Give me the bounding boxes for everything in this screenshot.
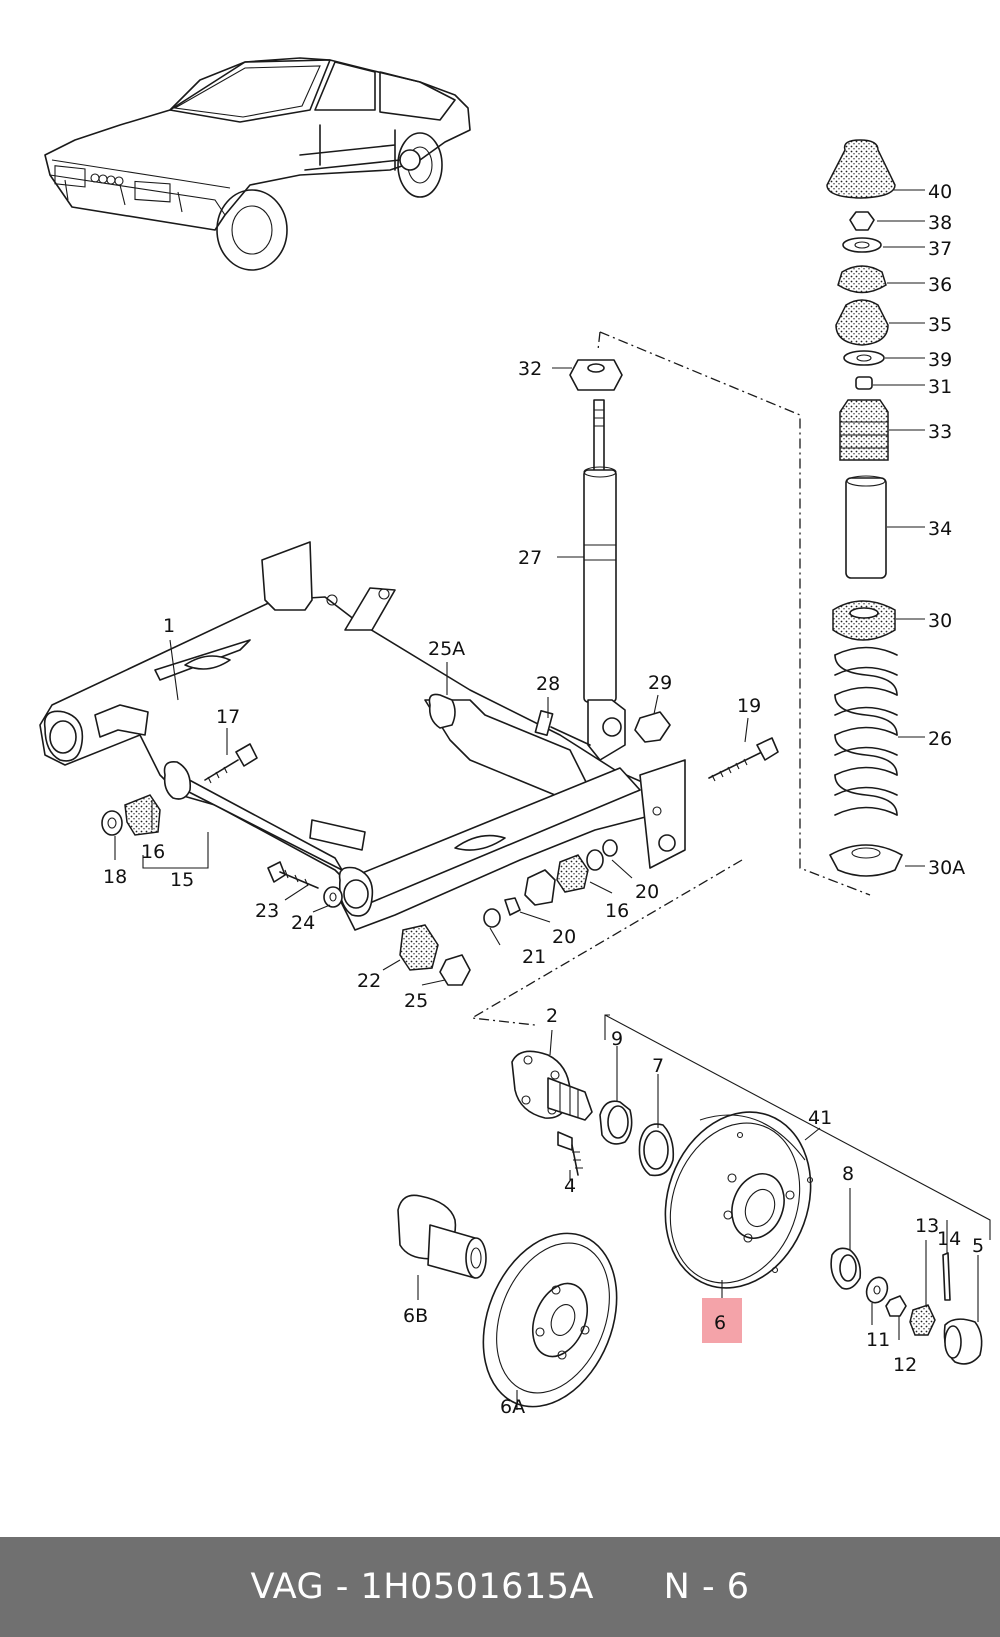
callout-30A[interactable]: 30A <box>928 857 965 879</box>
strut-assembly-frame <box>597 331 871 896</box>
rear-axle-exploded-diagram: 40 38 37 36 35 39 31 33 34 30 26 30A 32 … <box>39 57 991 1418</box>
strut-mount-stack <box>826 139 903 877</box>
callout-20-lower[interactable]: 20 <box>552 926 576 948</box>
callout-9[interactable]: 9 <box>611 1028 623 1050</box>
callout-22[interactable]: 22 <box>357 970 381 992</box>
callout-33[interactable]: 33 <box>928 421 952 443</box>
bracket-41 <box>604 1014 991 1240</box>
callout-5[interactable]: 5 <box>972 1235 984 1257</box>
callout-19[interactable]: 19 <box>737 695 761 717</box>
callout-24[interactable]: 24 <box>291 912 315 934</box>
callout-29[interactable]: 29 <box>648 672 672 694</box>
callout-39[interactable]: 39 <box>928 349 952 371</box>
callout-4[interactable]: 4 <box>564 1175 576 1197</box>
callout-8[interactable]: 8 <box>842 1163 854 1185</box>
callout-14[interactable]: 14 <box>937 1228 961 1250</box>
callout-35[interactable]: 35 <box>928 314 952 336</box>
part-number-text: VAG - 1H0501615A N - 6 <box>250 1567 750 1607</box>
callout-6A[interactable]: 6A <box>500 1396 525 1418</box>
part-number-footer: VAG - 1H0501615A N - 6 <box>0 1537 1000 1637</box>
rear-axle-beam <box>39 541 686 931</box>
callout-23[interactable]: 23 <box>255 900 279 922</box>
callout-7[interactable]: 7 <box>652 1055 664 1077</box>
callout-12[interactable]: 12 <box>893 1354 917 1376</box>
callout-15[interactable]: 15 <box>170 869 194 891</box>
callout-21[interactable]: 21 <box>522 946 546 968</box>
callout-16-right[interactable]: 16 <box>605 900 629 922</box>
callout-32[interactable]: 32 <box>518 358 542 380</box>
callout-41[interactable]: 41 <box>808 1107 832 1129</box>
callout-30[interactable]: 30 <box>928 610 952 632</box>
callout-34[interactable]: 34 <box>928 518 952 540</box>
part-6-highlight <box>702 1298 742 1343</box>
callout-17[interactable]: 17 <box>216 706 240 728</box>
bracket-15 <box>142 832 209 869</box>
callout-20-right[interactable]: 20 <box>635 881 659 903</box>
hub-drum-assembly <box>397 1050 983 1408</box>
callout-1[interactable]: 1 <box>163 615 175 637</box>
callout-25A[interactable]: 25A <box>428 638 465 660</box>
shock-absorber <box>569 359 626 761</box>
callout-13[interactable]: 13 <box>915 1215 939 1237</box>
callout-27[interactable]: 27 <box>518 547 542 569</box>
car-illustration <box>44 57 471 271</box>
axle-assembly-frame <box>469 859 743 1026</box>
callout-37[interactable]: 37 <box>928 238 952 260</box>
callout-2[interactable]: 2 <box>546 1005 558 1027</box>
callout-25[interactable]: 25 <box>404 990 428 1012</box>
callout-16-left[interactable]: 16 <box>141 841 165 863</box>
callout-6[interactable]: 6 <box>714 1312 726 1334</box>
callout-28[interactable]: 28 <box>536 673 560 695</box>
axle-hardware <box>101 710 779 986</box>
callout-6B[interactable]: 6B <box>403 1305 428 1327</box>
callout-18[interactable]: 18 <box>103 866 127 888</box>
callout-11[interactable]: 11 <box>866 1329 890 1351</box>
leader-lines <box>114 189 979 1410</box>
callout-36[interactable]: 36 <box>928 274 952 296</box>
callout-40[interactable]: 40 <box>928 181 952 203</box>
callout-31[interactable]: 31 <box>928 376 952 398</box>
callout-38[interactable]: 38 <box>928 212 952 234</box>
callout-labels: 40 38 37 36 35 39 31 33 34 30 26 30A 32 … <box>103 181 984 1418</box>
callout-26[interactable]: 26 <box>928 728 952 750</box>
